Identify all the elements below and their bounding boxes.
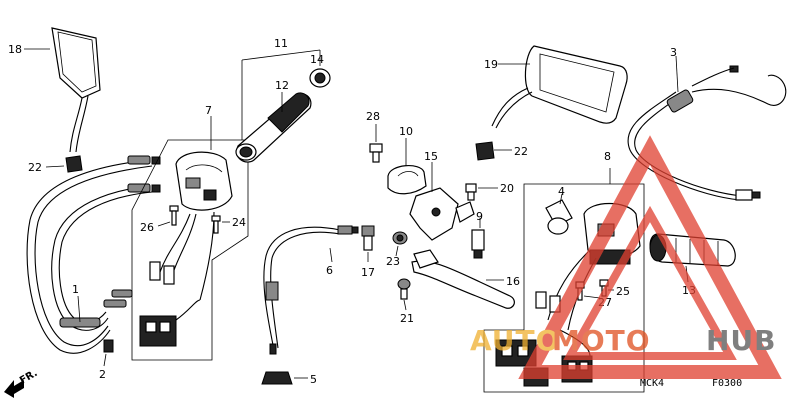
holder-10 (387, 165, 427, 195)
figure-code-right: F0300 (712, 378, 742, 389)
callout-9: 9 (476, 210, 483, 223)
lever-bracket-15 (409, 187, 475, 241)
screw-26 (169, 205, 179, 226)
left-mirror (51, 27, 101, 153)
callout-21: 21 (400, 312, 414, 325)
throttle-grip (235, 92, 312, 163)
callout-22-right: 22 (514, 145, 528, 158)
screw-24 (211, 215, 221, 234)
callout-17: 17 (361, 266, 375, 279)
mirror-nut-left (65, 155, 83, 173)
mirror-nut-right (475, 141, 495, 161)
left-switch-assembly (131, 139, 249, 361)
callout-20: 20 (500, 182, 514, 195)
nut-23 (392, 231, 408, 245)
callout-23: 23 (386, 255, 400, 268)
watermark-moto: MOTO (552, 324, 651, 357)
callout-12: 12 (275, 79, 289, 92)
callout-10: 10 (399, 125, 413, 138)
callout-16: 16 (506, 275, 520, 288)
watermark-logo: AUTO MOTO HUB (470, 135, 782, 379)
clutch-lever-16 (411, 249, 515, 309)
boot-cap-5 (261, 371, 293, 385)
watermark-hub: HUB (706, 324, 777, 357)
callout-18: 18 (8, 43, 22, 56)
watermark-auto: AUTO (470, 324, 560, 357)
figure-code-left: MCK4 (640, 378, 664, 389)
callout-24: 24 (232, 216, 246, 229)
bolt-17 (361, 225, 375, 251)
callout-3: 3 (670, 46, 677, 59)
screw-21 (397, 278, 411, 300)
callout-2: 2 (99, 368, 106, 381)
bolt-20 (465, 183, 477, 201)
callout-1: 1 (72, 283, 79, 296)
callout-5: 5 (310, 373, 317, 386)
callout-4: 4 (558, 185, 565, 198)
front-direction-label: FR. (18, 368, 40, 387)
callout-26: 26 (140, 221, 154, 234)
callout-7: 7 (205, 104, 212, 117)
choke-cable (627, 65, 787, 201)
callout-22-left: 22 (28, 161, 42, 174)
right-mirror (491, 45, 628, 129)
clutch-cable (263, 225, 359, 355)
callout-6: 6 (326, 264, 333, 277)
front-direction-arrow: FR. (4, 368, 40, 398)
callout-19: 19 (484, 58, 498, 71)
switch-9 (471, 229, 485, 259)
callout-28: 28 (366, 110, 380, 123)
callout-15: 15 (424, 150, 438, 163)
bolt-28 (369, 143, 383, 163)
callout-8: 8 (604, 150, 611, 163)
grip-end-14 (309, 68, 331, 88)
callout-11: 11 (274, 37, 288, 50)
callout-25: 25 (616, 285, 630, 298)
callout-14: 14 (310, 53, 324, 66)
